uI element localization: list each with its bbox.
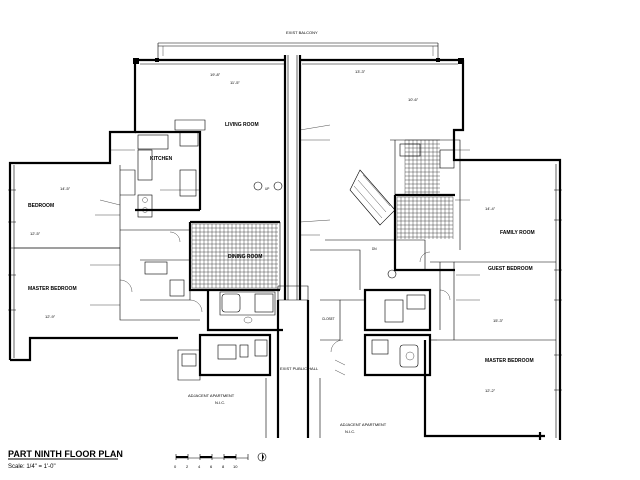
plan-scale: Scale: 1/4" = 1'-0"	[8, 464, 56, 470]
balcony-outline	[157, 42, 439, 58]
dimension-text: 14'-5"	[60, 186, 71, 191]
interior-partitions	[14, 165, 455, 341]
nic-left-label: N.I.C.	[215, 400, 225, 405]
note-leader-line	[299, 219, 331, 223]
master-bedroom-right-label: MASTER BEDROOM	[485, 358, 534, 364]
guest-bedroom-label: GUEST BEDROOM	[488, 266, 533, 272]
kitchen-core	[120, 119, 206, 218]
bedroom-left-label: BEDROOM	[28, 203, 54, 209]
note-leaders	[90, 124, 480, 306]
adjacent-apartment-left-label: ADJACENT APARTMENT	[188, 393, 235, 398]
dimension-text: 10'-6"	[408, 97, 419, 102]
up-label: UP	[265, 187, 269, 191]
dimension-text: 15'-3"	[493, 318, 504, 323]
exist-public-hall-label: EXIST PUBLIC HALL	[280, 366, 319, 371]
living-room-label: LIVING ROOM	[225, 122, 259, 128]
foyer-tile-left	[191, 223, 278, 289]
dining-room-label: DINING ROOM	[228, 254, 262, 260]
plan-title: PART NINTH FLOOR PLAN	[8, 449, 123, 459]
central-shaft	[265, 55, 321, 438]
exterior-walls	[8, 58, 562, 440]
scale-bar-tick: 6	[210, 464, 213, 469]
bathrooms-left	[140, 259, 283, 381]
family-room-label: FAMILY ROOM	[500, 230, 535, 236]
dimension-text: 12'-9"	[45, 314, 56, 319]
tile-grid	[396, 196, 454, 239]
exist-balcony-label: EXIST BALCONY	[286, 30, 318, 35]
bathrooms-right	[320, 288, 432, 377]
dimension-text: 19'-8"	[210, 72, 221, 77]
note-leader-line	[99, 199, 121, 206]
scale-bar-tick: 2	[186, 464, 189, 469]
kitchen-label: KITCHEN	[150, 156, 173, 162]
adjacent-apartment-right-label: ADJACENT APARTMENT	[340, 422, 387, 427]
tile-grid	[191, 223, 278, 289]
door-swings	[119, 231, 451, 376]
foyer-tile-right	[396, 139, 454, 239]
dimension-text: 12'-5"	[30, 231, 41, 236]
scale-bar-tick: 0	[174, 464, 177, 469]
nic-right-label: N.I.C.	[345, 429, 355, 434]
tile-grid	[404, 139, 440, 195]
windows	[8, 189, 562, 391]
scale-bar-tick: 4	[198, 464, 201, 469]
scale-bar: 0 2 4 6 8 10	[174, 454, 249, 469]
note-leader-line	[299, 124, 331, 131]
master-bedroom-label: MASTER BEDROOM	[28, 286, 77, 292]
dimension-text: 13'-3"	[355, 69, 366, 74]
dn-label: DN	[372, 247, 377, 251]
closet-label: CLOSET	[322, 317, 335, 321]
section-markers	[253, 181, 397, 462]
dimension-text: 14'-4"	[485, 206, 496, 211]
scale-bar-tick: 8	[222, 464, 225, 469]
dimension-text: 11'-5"	[230, 80, 240, 85]
scale-bar-tick: 10	[233, 464, 238, 469]
columns	[133, 58, 464, 64]
dimension-text: 12'-2"	[485, 388, 496, 393]
